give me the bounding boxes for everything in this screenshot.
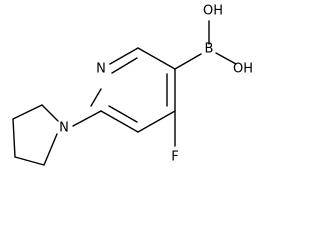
pyridine-ring <box>90 47 176 133</box>
pyridine-nitrogen-label: N <box>96 62 106 77</box>
bond-c4-c5 <box>137 110 176 133</box>
bond-c5-c6 <box>100 110 139 133</box>
bond-n1-c2 <box>109 47 139 65</box>
pyrrolidine-ring <box>12 104 102 166</box>
bond-c2-c3 <box>137 47 176 70</box>
hydroxyl-right-label: OH <box>233 62 253 77</box>
bond-ch2-c-ch2-d <box>12 104 43 120</box>
bond-ch2-b-ch2-c <box>12 118 16 158</box>
bond-n1-c2-inner <box>111 57 138 74</box>
bond-b-oh-right <box>215 52 237 65</box>
substituent-bonds <box>174 20 237 147</box>
fluorine-label: F <box>171 150 178 165</box>
bond-c5-c6-inner <box>108 105 138 123</box>
bond-c3-b <box>174 53 202 70</box>
atom-labels: N N F B OH OH <box>59 4 253 165</box>
bond-ch2-d-n-pyrrolidine <box>41 104 59 122</box>
bond-c6-n-pyrrolidine <box>72 110 102 127</box>
bond-c6-n1 <box>90 88 102 107</box>
hydroxyl-top-label: OH <box>203 4 223 19</box>
chemical-structure-diagram: N N F B OH OH <box>12 4 253 166</box>
boron-label: B <box>205 42 214 57</box>
bond-n-pyrrolidine-ch2-a <box>43 133 58 166</box>
pyrrolidine-nitrogen-label: N <box>59 121 69 136</box>
bond-ch2-a-ch2-b <box>14 156 45 166</box>
